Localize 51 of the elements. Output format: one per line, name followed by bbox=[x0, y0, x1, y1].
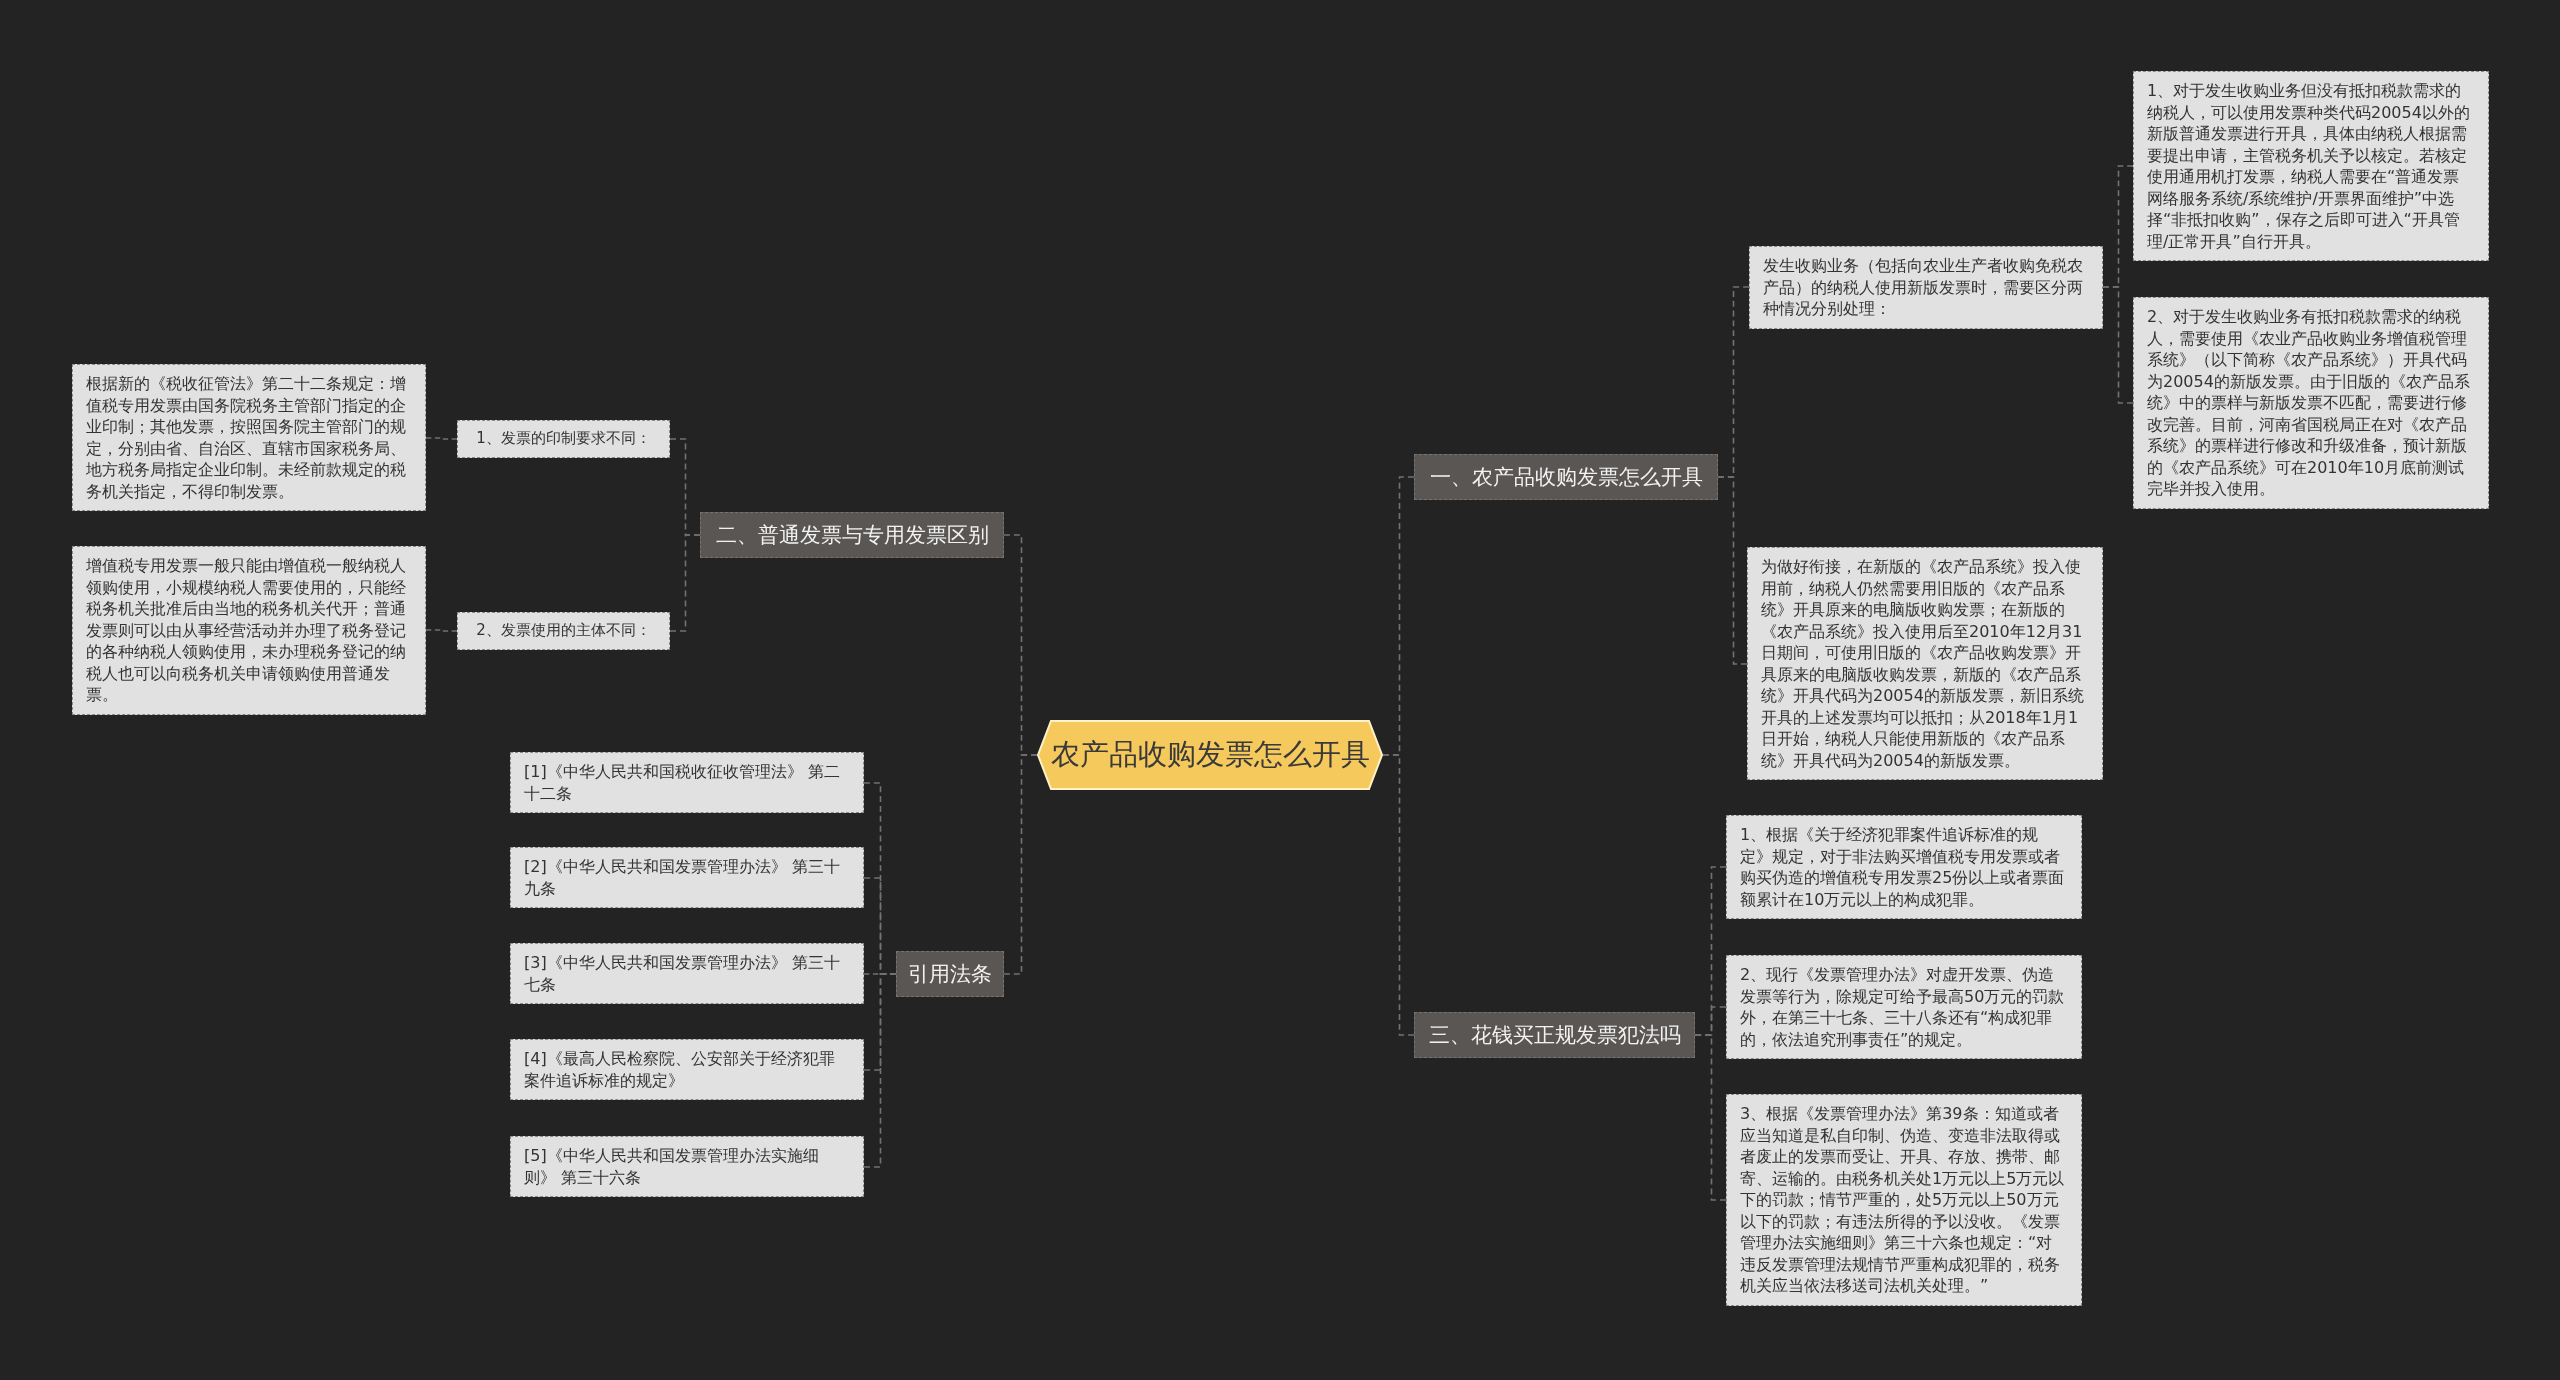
connector-line bbox=[425, 629, 458, 632]
note-card bbox=[1726, 815, 2082, 919]
note-card bbox=[510, 1136, 864, 1197]
note-text: 为做好衔接，在新版的《农产品系统》投入使用前，纳税人仍然需要用旧版的《农产品系统》开具原来的电脑版收购发票；在新版的《农产品系统》投入使用后至2010年12月31日期间，可使用旧版的《农产品收购发票》开具原来的电脑版收购发票，新版的《农产品系统》开具代码为20054的新版发票，新旧系统开具的上述发票均可以抵扣；从2018年1月1日开始，纳税人只能使用新版的《农产品系统》开具代码为20054的新版发票。 bbox=[1761, 556, 2085, 771]
central-topic-text: 农产品收购发票怎么开具 bbox=[1050, 736, 1370, 773]
connector-line bbox=[1382, 754, 1415, 1036]
note-card bbox=[510, 1039, 864, 1100]
note-card bbox=[1747, 547, 2103, 780]
note-text: [4]《最高人民检察院、公安部关于经济犯罪案件追诉标准的规定》 bbox=[524, 1048, 836, 1091]
branch-topic-card bbox=[700, 512, 1004, 558]
central-topic-hexagon bbox=[1037, 720, 1383, 790]
branch-topic-card bbox=[1414, 454, 1718, 500]
note-text: [3]《中华人民共和国发票管理办法》 第三十七条 bbox=[524, 952, 841, 995]
note-text: [5]《中华人民共和国发票管理办法实施细则》 第三十六条 bbox=[524, 1145, 820, 1188]
connector-line bbox=[669, 534, 701, 632]
branch-topic-text: 三、花钱买正规发票犯法吗 bbox=[1427, 1022, 1682, 1049]
note-text: 2、发票使用的主体不同： bbox=[475, 620, 652, 641]
branch-topic-text: 一、农产品收购发票怎么开具 bbox=[1428, 464, 1704, 491]
branch-topic-card bbox=[896, 951, 1004, 997]
note-text: 3、根据《发票管理办法》第39条：知道或者应当知道是私自印制、伪造、变造非法取得或者废止的发票而受让、开具、存放、携带、邮寄、运输的。由税务机关处1万元以上5万元以下的罚款；情节严重的，处5万元以上50万元以下的罚款；有违法所得的予以没收。《发票管理办法实施细则》第三十六条也规定：“对违反发票管理法规情节严重构成犯罪的，税务机关应当依法移送司法机关处理。” bbox=[1740, 1103, 2066, 1297]
note-text: 1、根据《关于经济犯罪案件追诉标准的规定》规定，对于非法购买增值税专用发票或者购买伪造的增值税专用发票25份以上或者票面额累计在10万元以上的构成犯罪。 bbox=[1740, 824, 2066, 910]
branch-topic-card bbox=[1414, 1012, 1695, 1058]
note-text: 2、现行《发票管理办法》对虚开发票、伪造发票等行为，除规定可给予最高50万元的罚款外，在第三十七条、三十八条还有“构成犯罪的，依法追究刑事责任”的规定。 bbox=[1740, 964, 2066, 1050]
note-text: 2、对于发生收购业务有抵扣税款需求的纳税人，需要使用《农业产品收购业务增值税管理系统》（以下简称《农产品系统》）开具代码为20054的新版发票。由于旧版的《农产品系统》中的票样与新版发票不匹配，需要进行修改完善。目前，河南省国税局正在对《农产品系统》的票样进行修改和升级准备，预计新版的《农产品系统》可在2010年10月底前测试完毕并投入使用。 bbox=[2147, 306, 2471, 500]
note-text: 根据新的《税收征管法》第二十二条规定：增值税专用发票由国务院税务主管部门指定的企业印制；其他发票，按照国务院主管部门的规定，分别由省、自治区、直辖市国家税务局、地方税务局指定企业印制。未经前款规定的税务机关指定，不得印制发票。 bbox=[86, 373, 407, 502]
branch-topic-text: 引用法条 bbox=[907, 961, 993, 988]
note-card bbox=[72, 364, 426, 511]
note-card bbox=[510, 943, 864, 1004]
branch-topic-text: 二、普通发票与专用发票区别 bbox=[714, 522, 990, 549]
note-text: 1、发票的印制要求不同： bbox=[475, 428, 652, 449]
connector-line bbox=[425, 437, 458, 440]
connector-line bbox=[863, 973, 897, 1168]
note-card bbox=[1726, 955, 2082, 1059]
note-card bbox=[1749, 246, 2103, 329]
connector-line bbox=[1003, 754, 1038, 975]
note-card bbox=[1726, 1094, 2082, 1306]
note-card bbox=[457, 420, 670, 458]
note-card bbox=[510, 847, 864, 908]
note-card bbox=[2133, 297, 2489, 509]
connector-line bbox=[1717, 476, 1748, 665]
note-text: 1、对于发生收购业务但没有抵扣税款需求的纳税人，可以使用发票种类代码20054以外的新版普通发票进行开具，具体由纳税人根据需要提出申请，主管税务机关予以核定。若核定使用通用机打发票，纳税人需要在“普通发票网络服务系统/系统维护/开票界面维护”中选择“非抵扣收购”，保存之后即可进入“开具管理/正常开具”自行开具。 bbox=[2147, 80, 2471, 252]
connector-line bbox=[2102, 286, 2134, 404]
connector-line bbox=[1694, 1034, 1727, 1201]
note-card bbox=[457, 612, 670, 650]
note-card bbox=[72, 546, 426, 715]
note-text: [1]《中华人民共和国税收征收管理法》 第二十二条 bbox=[524, 761, 841, 804]
note-text: 发生收购业务（包括向农业生产者收购免税农产品）的纳税人使用新版发票时，需要区分两种情况分别处理： bbox=[1763, 255, 2084, 320]
note-card bbox=[2133, 71, 2489, 261]
note-text: [2]《中华人民共和国发票管理办法》 第三十九条 bbox=[524, 856, 841, 899]
note-text: 增值税专用发票一般只能由增值税一般纳税人领购使用，小规模纳税人需要使用的，只能经税务机关批准后由当地的税务机关代开；普通发票则可以由从事经营活动并办理了税务登记的各种纳税人领购使用，未办理税务登记的纳税人也可以向税务机关申请领购使用普通发票。 bbox=[86, 555, 407, 706]
note-card bbox=[510, 752, 864, 813]
